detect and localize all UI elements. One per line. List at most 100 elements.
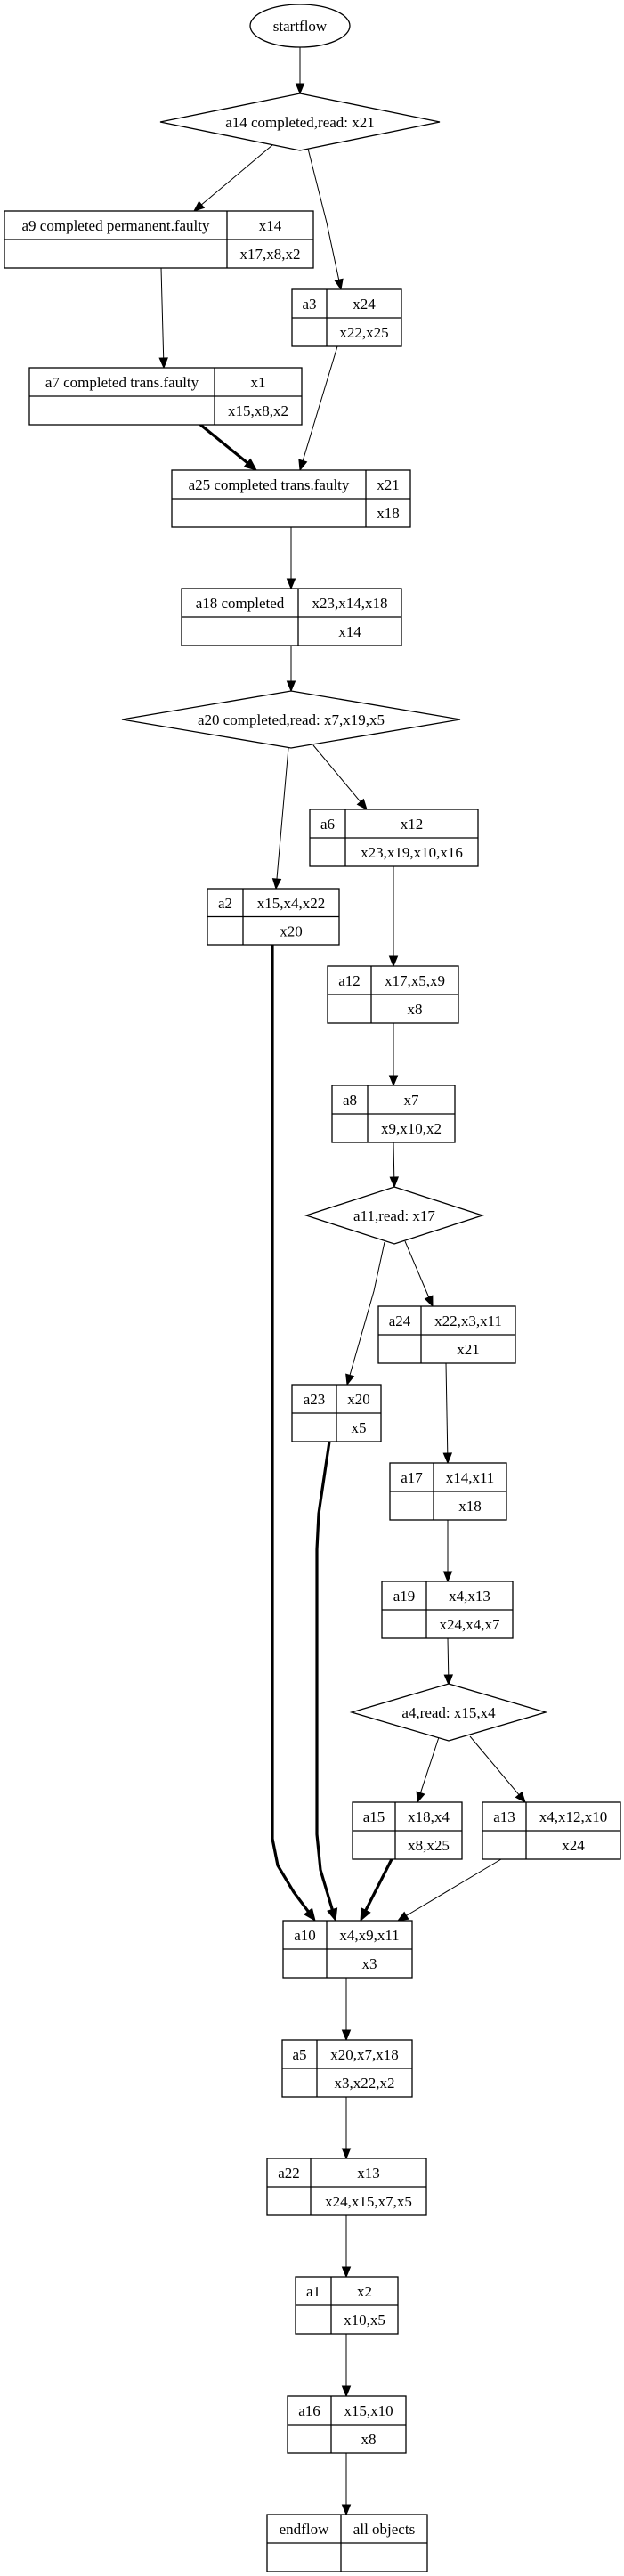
edge-line xyxy=(271,945,310,1913)
node-a14: a14 completed,read: x21 xyxy=(159,93,441,151)
arrowhead-icon xyxy=(345,1373,355,1386)
written-objects: x21 xyxy=(457,1341,480,1358)
arrowhead-icon xyxy=(295,83,305,95)
node-startflow: startflow xyxy=(249,4,351,48)
read-objects: x22,x3,x11 xyxy=(434,1312,502,1329)
activity-name: a9 completed permanent.faulty xyxy=(22,217,210,234)
written-objects: x10,x5 xyxy=(344,2312,385,2328)
read-objects: x20,x7,x18 xyxy=(330,2046,399,2063)
read-objects: x14 xyxy=(259,217,282,234)
edge-line xyxy=(393,1142,395,1178)
edge-a11-to-a24 xyxy=(404,1240,434,1308)
edges-layer xyxy=(158,47,526,2516)
edge-line xyxy=(201,144,273,206)
arrowhead-icon xyxy=(424,1295,434,1308)
edge-a14-to-a9 xyxy=(192,144,273,212)
arrowhead-icon xyxy=(515,1791,526,1804)
activity-name: a2 xyxy=(218,895,232,912)
arrowhead-icon xyxy=(396,1911,409,1922)
arrowhead-icon xyxy=(286,578,296,590)
read-objects: x7 xyxy=(404,1092,420,1109)
written-objects: x24,x4,x7 xyxy=(440,1616,501,1633)
activity-name: a25 completed trans.faulty xyxy=(189,476,350,493)
edge-line xyxy=(312,744,361,802)
written-objects: x9,x10,x2 xyxy=(381,1120,442,1137)
edge-a11-to-a23 xyxy=(345,1241,385,1386)
edge-a23-to-a10 xyxy=(315,1441,338,1922)
written-objects: x14 xyxy=(338,623,361,640)
node-label: startflow xyxy=(273,18,328,35)
arrowhead-icon xyxy=(341,2266,352,2279)
edge-a3-to-a25 xyxy=(298,345,338,472)
decision-diamond xyxy=(349,1683,548,1742)
written-objects: x17,x8,x2 xyxy=(240,246,301,263)
node-a24: a24 x22,x3,x11 x21 xyxy=(377,1305,516,1364)
edge-a14-to-a3 xyxy=(307,148,344,291)
edge-a24-to-a17 xyxy=(442,1362,453,1465)
edge-startflow-to-a14 xyxy=(295,47,305,95)
arrowhead-icon xyxy=(334,278,344,291)
arrowhead-icon xyxy=(442,1452,453,1465)
activity-name: a17 xyxy=(401,1469,423,1486)
read-objects: x4,x13 xyxy=(449,1588,490,1605)
edge-a22-to-a1 xyxy=(341,2215,352,2279)
written-objects: x24 xyxy=(562,1837,585,1854)
edge-a4-to-a15 xyxy=(416,1736,440,1804)
start-ellipse xyxy=(249,4,351,48)
activity-name: a13 xyxy=(493,1808,515,1825)
activity-name: a15 xyxy=(363,1808,385,1825)
arrowhead-icon xyxy=(356,798,368,811)
arrowhead-icon xyxy=(341,2029,352,2042)
read-objects: all objects xyxy=(353,2521,415,2538)
read-objects: x15,x10 xyxy=(344,2402,393,2419)
read-objects: x18,x4 xyxy=(408,1808,450,1825)
read-objects: x1 xyxy=(251,374,266,391)
read-objects: x12 xyxy=(401,816,424,833)
edge-a9-to-a7 xyxy=(158,267,168,370)
node-a4: a4,read: x15,x4 xyxy=(349,1683,548,1742)
edge-a19-to-a4 xyxy=(443,1637,454,1686)
edge-a7-to-a25 xyxy=(198,422,257,471)
written-objects: x8 xyxy=(408,1001,423,1018)
activity-name: a22 xyxy=(278,2165,300,2182)
activity-name: a3 xyxy=(302,296,316,313)
written-objects: x8 xyxy=(361,2431,377,2448)
activity-name: a7 completed trans.faulty xyxy=(45,374,199,391)
read-objects: x2 xyxy=(357,2283,372,2300)
read-objects: x14,x11 xyxy=(446,1469,495,1486)
edge-a6-to-a12 xyxy=(388,866,399,968)
arrowhead-icon xyxy=(360,1907,371,1922)
edge-line xyxy=(445,1362,449,1454)
activity-name: a8 xyxy=(343,1092,357,1109)
activity-name: a24 xyxy=(389,1312,411,1329)
written-objects: x24,x15,x7,x5 xyxy=(325,2193,412,2210)
edge-a12-to-a8 xyxy=(388,1023,399,1087)
edge-a5-to-a22 xyxy=(341,2097,352,2160)
edge-a16-to-endflow xyxy=(341,2453,352,2516)
read-objects: x17,x5,x9 xyxy=(385,972,445,989)
edge-a15-to-a10 xyxy=(360,1858,393,1922)
read-objects: x20 xyxy=(347,1391,370,1408)
edge-line xyxy=(276,747,289,880)
edge-line xyxy=(406,1858,502,1916)
arrowhead-icon xyxy=(416,1791,425,1804)
written-objects: x5 xyxy=(352,1419,367,1436)
arrowhead-icon xyxy=(341,2385,352,2398)
activity-name: a23 xyxy=(304,1391,326,1408)
edge-a10-to-a5 xyxy=(341,1978,352,2042)
read-objects: x4,x9,x11 xyxy=(339,1927,399,1944)
arrowhead-icon xyxy=(443,1674,454,1686)
node-a20: a20 completed,read: x7,x19,x5 xyxy=(121,690,461,749)
written-objects: x15,x8,x2 xyxy=(228,402,288,419)
